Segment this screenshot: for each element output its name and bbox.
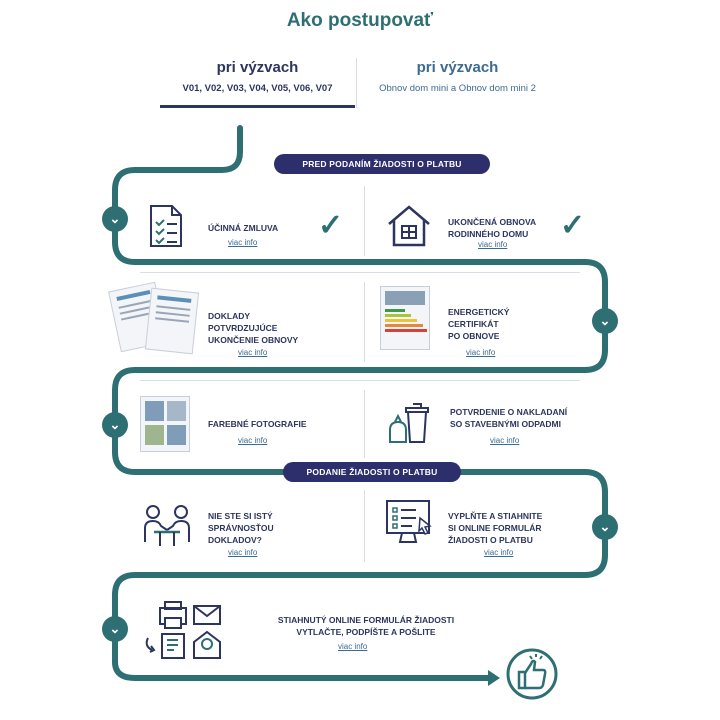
thumbs-up-icon xyxy=(506,648,558,700)
house-icon xyxy=(388,205,430,247)
divider xyxy=(364,282,365,362)
chevron-down-icon: ⌄ xyxy=(592,514,618,540)
more-info-link[interactable]: viac info xyxy=(338,642,368,651)
divider xyxy=(364,186,365,256)
tab-sublabel: Obnov dom mini a Obnov dom mini 2 xyxy=(379,83,536,94)
chevron-down-icon: ⌄ xyxy=(102,412,128,438)
energy-certificate-image xyxy=(380,286,430,350)
section-before-payment: PRED PODANÍM ŽIADOSTI O PLATBU xyxy=(274,154,490,174)
page-title: Ako postupovať xyxy=(286,10,434,31)
photos-image xyxy=(140,396,190,452)
tab-obnov-dom-mini[interactable]: pri výzvach Obnov dom mini a Obnov dom m… xyxy=(356,58,558,108)
tab-v01-v07[interactable]: pri výzvach V01, V02, V03, V04, V05, V06… xyxy=(160,58,355,108)
more-info-link[interactable]: viac info xyxy=(238,436,268,445)
chevron-down-icon: ⌄ xyxy=(102,616,128,642)
more-info-link[interactable]: viac info xyxy=(490,436,520,445)
divider xyxy=(140,380,580,381)
divider xyxy=(364,390,365,458)
chevron-down-icon: ⌄ xyxy=(102,206,128,232)
documents-image xyxy=(144,287,200,355)
document-list-icon xyxy=(150,205,182,247)
more-info-link[interactable]: viac info xyxy=(228,548,258,557)
step-photos-label: FAREBNÉ FOTOGRAFIE xyxy=(208,419,307,429)
tab-label: pri výzvach xyxy=(216,59,299,76)
tab-sublabel: V01, V02, V03, V04, V05, V06, V07 xyxy=(182,83,333,94)
consultation-icon xyxy=(144,505,190,546)
section-submit-payment: PODANIE ŽIADOSTI O PLATBU xyxy=(283,462,461,482)
more-info-link[interactable]: viac info xyxy=(478,240,508,249)
tab-label: pri výzvach xyxy=(416,59,499,76)
step-renovation-label: UKONČENÁ OBNOVA RODINNÉHO DOMU xyxy=(448,217,537,239)
step-waste-label: POTVRDENIE O NAKLADANÍ SO STAVEBNÝMI ODP… xyxy=(450,407,568,429)
online-form-icon xyxy=(386,500,432,543)
step-contract-label: ÚČINNÁ ZMLUVA xyxy=(208,223,279,233)
step-form-label: VYPLŇTE A STIAHNITE SI ONLINE FORMULÁR Ž… xyxy=(448,511,543,545)
step-energy-label: ENERGETICKÝ CERTIFIKÁT PO OBNOVE xyxy=(448,307,510,341)
divider xyxy=(140,272,580,273)
more-info-link[interactable]: viac info xyxy=(238,348,268,357)
waste-bin-icon xyxy=(389,403,429,443)
print-mail-icon xyxy=(145,601,221,659)
chevron-down-icon: ⌄ xyxy=(592,308,618,334)
more-info-link[interactable]: viac info xyxy=(228,238,258,247)
checkmark-icon: ✓ xyxy=(560,209,586,242)
step-print-label: STIAHNUTÝ ONLINE FORMULÁR ŽIADOSTI VYTLA… xyxy=(277,615,455,637)
divider xyxy=(364,490,365,562)
checkmark-icon: ✓ xyxy=(318,209,344,242)
more-info-link[interactable]: viac info xyxy=(466,348,496,357)
step-documents-label: DOKLADY POTVRDZUJÚCE UKONČENIE OBNOVY xyxy=(208,311,299,345)
more-info-link[interactable]: viac info xyxy=(484,548,514,557)
step-unsure-label: NIE STE SI ISTÝ SPRÁVNOSŤOU DOKLADOV? xyxy=(208,511,274,545)
